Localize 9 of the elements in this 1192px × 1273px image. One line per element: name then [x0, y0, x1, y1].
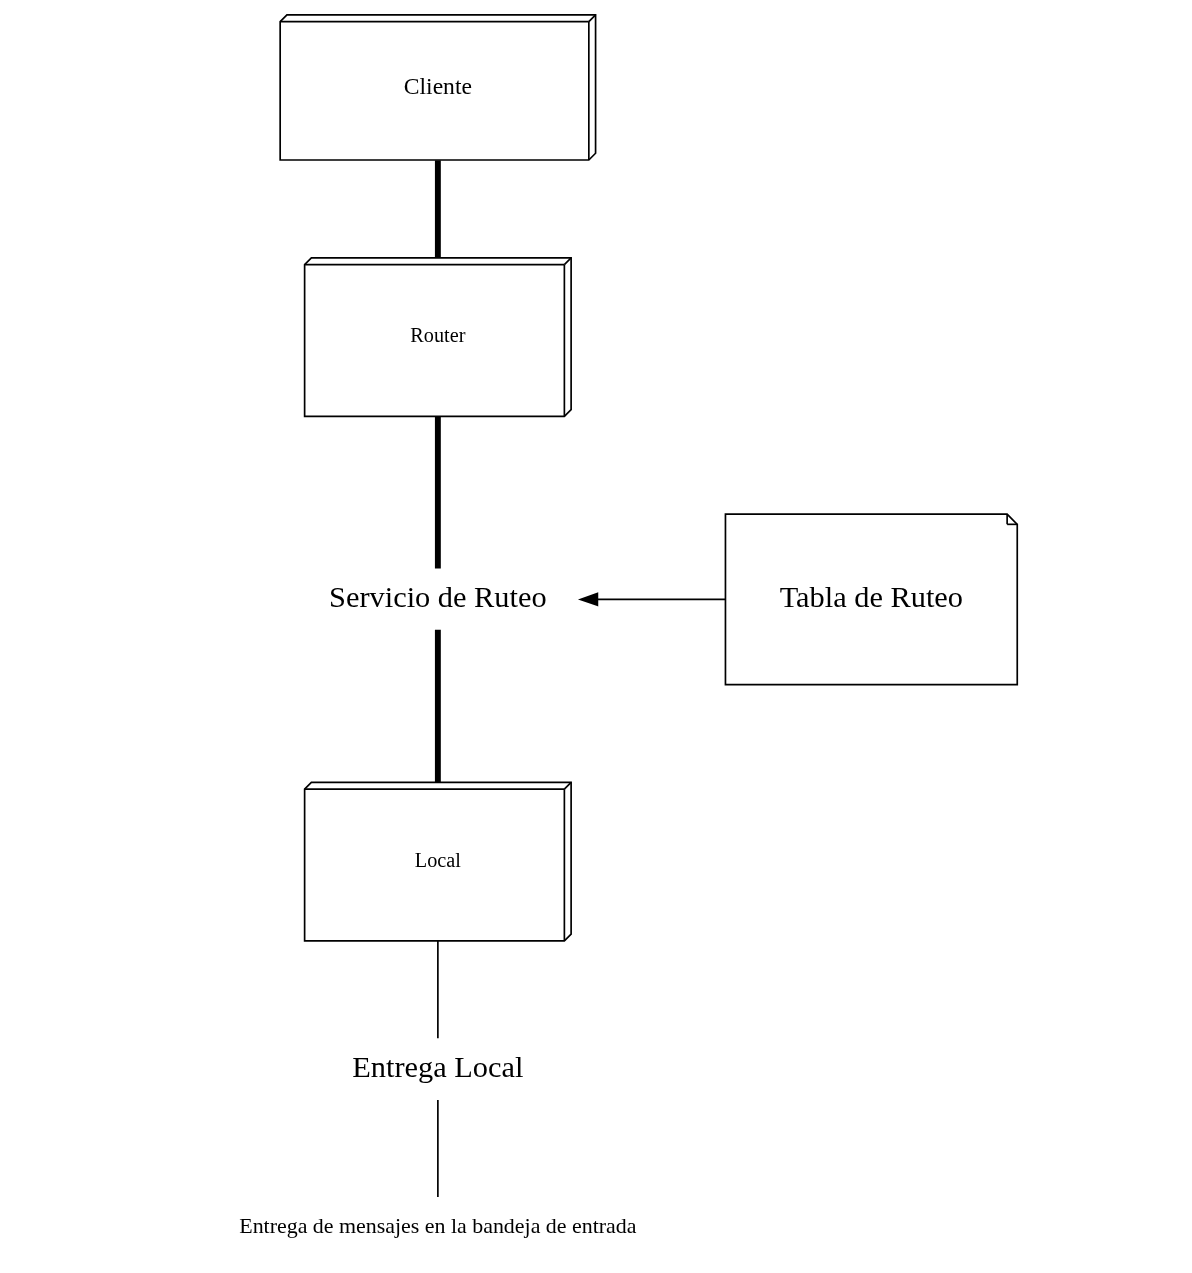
connector	[434, 416, 441, 569]
connector	[437, 1099, 439, 1198]
arrow	[577, 592, 727, 607]
node-text: Servicio de Ruteo	[329, 579, 547, 614]
connector	[434, 629, 441, 783]
connector	[434, 160, 441, 258]
connector	[437, 940, 439, 1040]
node-text: Entrega de mensajes en la bandeja de entrada	[239, 1213, 637, 1239]
node-text: Entrega Local	[352, 1049, 524, 1084]
